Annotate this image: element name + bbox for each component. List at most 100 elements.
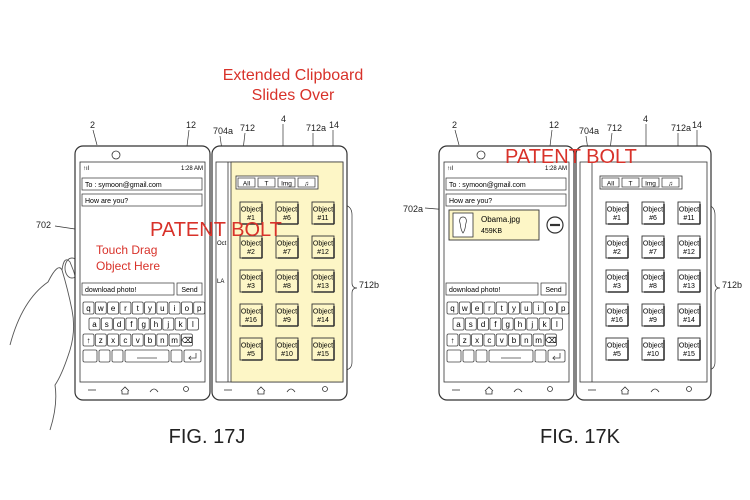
key-⌫[interactable]: ⌫ (545, 333, 557, 347)
clipboard-object[interactable]: Object#13 (677, 269, 701, 293)
clipboard-object[interactable]: Object#1 (605, 201, 629, 225)
clipboard-object[interactable]: Object#16 (239, 303, 263, 327)
key-j[interactable]: j (526, 317, 539, 331)
key-k[interactable]: k (538, 317, 551, 331)
key-i[interactable]: i (532, 301, 545, 315)
key-f[interactable]: f (489, 317, 502, 331)
clipboard-object[interactable]: Object#11 (677, 201, 701, 225)
key-h[interactable]: h (150, 317, 162, 331)
key-r[interactable]: r (483, 301, 496, 315)
home-icon[interactable] (484, 386, 494, 395)
key-w[interactable]: w (458, 301, 471, 315)
key-e[interactable]: e (471, 301, 484, 315)
compose-input[interactable] (81, 282, 175, 296)
key-c[interactable]: c (483, 333, 496, 347)
key-u[interactable]: u (156, 301, 169, 315)
clipboard-object[interactable]: Object#5 (605, 337, 629, 361)
clipboard-object[interactable]: Object#12 (311, 235, 335, 259)
key-l[interactable]: l (551, 317, 563, 331)
search-icon[interactable] (183, 386, 189, 392)
to-field[interactable] (445, 177, 567, 191)
key-k[interactable]: k (174, 317, 187, 331)
clipboard-object[interactable]: Object#2 (605, 235, 629, 259)
back-icon[interactable] (149, 388, 159, 393)
search-icon[interactable] (322, 386, 328, 392)
spacebar[interactable] (124, 349, 170, 363)
key-v[interactable]: v (131, 333, 144, 347)
key-s[interactable]: s (464, 317, 477, 331)
clipboard-object[interactable]: Object#9 (275, 303, 299, 327)
compose-input[interactable] (445, 282, 539, 296)
key-y[interactable]: y (508, 301, 520, 315)
key-g[interactable]: g (137, 317, 150, 331)
home-icon[interactable] (620, 386, 630, 395)
key-c[interactable]: c (119, 333, 132, 347)
clipboard-object[interactable]: Object#11 (311, 201, 335, 225)
key-i[interactable]: i (168, 301, 181, 315)
subject-field[interactable] (81, 193, 203, 207)
key-m[interactable]: m (532, 333, 545, 347)
key-d[interactable]: d (477, 317, 490, 331)
clipboard-object[interactable]: Object#3 (605, 269, 629, 293)
key-y[interactable]: y (144, 301, 156, 315)
key-t[interactable]: t (495, 301, 508, 315)
clipboard-tab[interactable]: T (621, 177, 640, 188)
clipboard-tab[interactable]: ♫ (661, 177, 680, 188)
enter-key[interactable] (547, 349, 566, 363)
clipboard-object[interactable]: Object#15 (311, 337, 335, 361)
key-w[interactable]: w (94, 301, 107, 315)
key-z[interactable]: z (94, 333, 107, 347)
back-icon[interactable] (513, 388, 523, 393)
clipboard-object[interactable]: Object#9 (641, 303, 665, 327)
clipboard-tab[interactable]: Img (641, 177, 660, 188)
key-s[interactable]: s (100, 317, 113, 331)
clipboard-object[interactable]: Object#14 (677, 303, 701, 327)
clipboard-object[interactable]: Object#14 (311, 303, 335, 327)
to-field[interactable] (81, 177, 203, 191)
key-x[interactable]: x (471, 333, 484, 347)
key-b[interactable]: b (508, 333, 520, 347)
subject-field[interactable] (445, 193, 567, 207)
send-button[interactable] (176, 282, 203, 296)
clipboard-object[interactable]: Object#1 (239, 201, 263, 225)
back-icon[interactable] (286, 388, 296, 393)
clipboard-object[interactable]: Object#7 (641, 235, 665, 259)
key-o[interactable]: o (545, 301, 557, 315)
key-z[interactable]: z (458, 333, 471, 347)
clipboard-tab[interactable]: All (237, 177, 256, 188)
key-x[interactable]: x (107, 333, 119, 347)
send-button[interactable] (540, 282, 567, 296)
clipboard-object[interactable]: Object#5 (239, 337, 263, 361)
key-n[interactable]: n (156, 333, 169, 347)
key-f[interactable]: f (125, 317, 138, 331)
key-l[interactable]: l (186, 317, 199, 331)
clipboard-object[interactable]: Object#8 (641, 269, 665, 293)
key-u[interactable]: u (520, 301, 533, 315)
key-e[interactable]: e (107, 301, 119, 315)
key-v[interactable]: v (495, 333, 508, 347)
clipboard-tab[interactable]: T (257, 177, 276, 188)
clipboard-tab[interactable]: All (601, 177, 620, 188)
keyboard-bottom-row[interactable] (82, 349, 202, 363)
clipboard-object[interactable]: Object#15 (677, 337, 701, 361)
key-j[interactable]: j (162, 317, 175, 331)
clipboard-object[interactable]: Object#3 (239, 269, 263, 293)
clipboard-object[interactable]: Object#6 (275, 201, 299, 225)
key-p[interactable]: p (193, 301, 206, 315)
key-n[interactable]: n (520, 333, 533, 347)
key-g[interactable]: g (501, 317, 514, 331)
clipboard-tab[interactable]: ♫ (297, 177, 316, 188)
key-o[interactable]: o (180, 301, 193, 315)
keyboard-bottom-row[interactable] (446, 349, 566, 363)
home-icon[interactable] (120, 386, 130, 395)
key-⌫[interactable]: ⌫ (180, 333, 193, 347)
key-m[interactable]: m (168, 333, 181, 347)
clipboard-object[interactable]: Object#10 (275, 337, 299, 361)
clipboard-object[interactable]: Object#2 (239, 235, 263, 259)
key-a[interactable]: a (452, 317, 465, 331)
key-d[interactable]: d (113, 317, 125, 331)
search-icon[interactable] (547, 386, 553, 392)
key-a[interactable]: a (88, 317, 101, 331)
key-p[interactable]: p (557, 301, 570, 315)
clipboard-object[interactable]: Object#16 (605, 303, 629, 327)
